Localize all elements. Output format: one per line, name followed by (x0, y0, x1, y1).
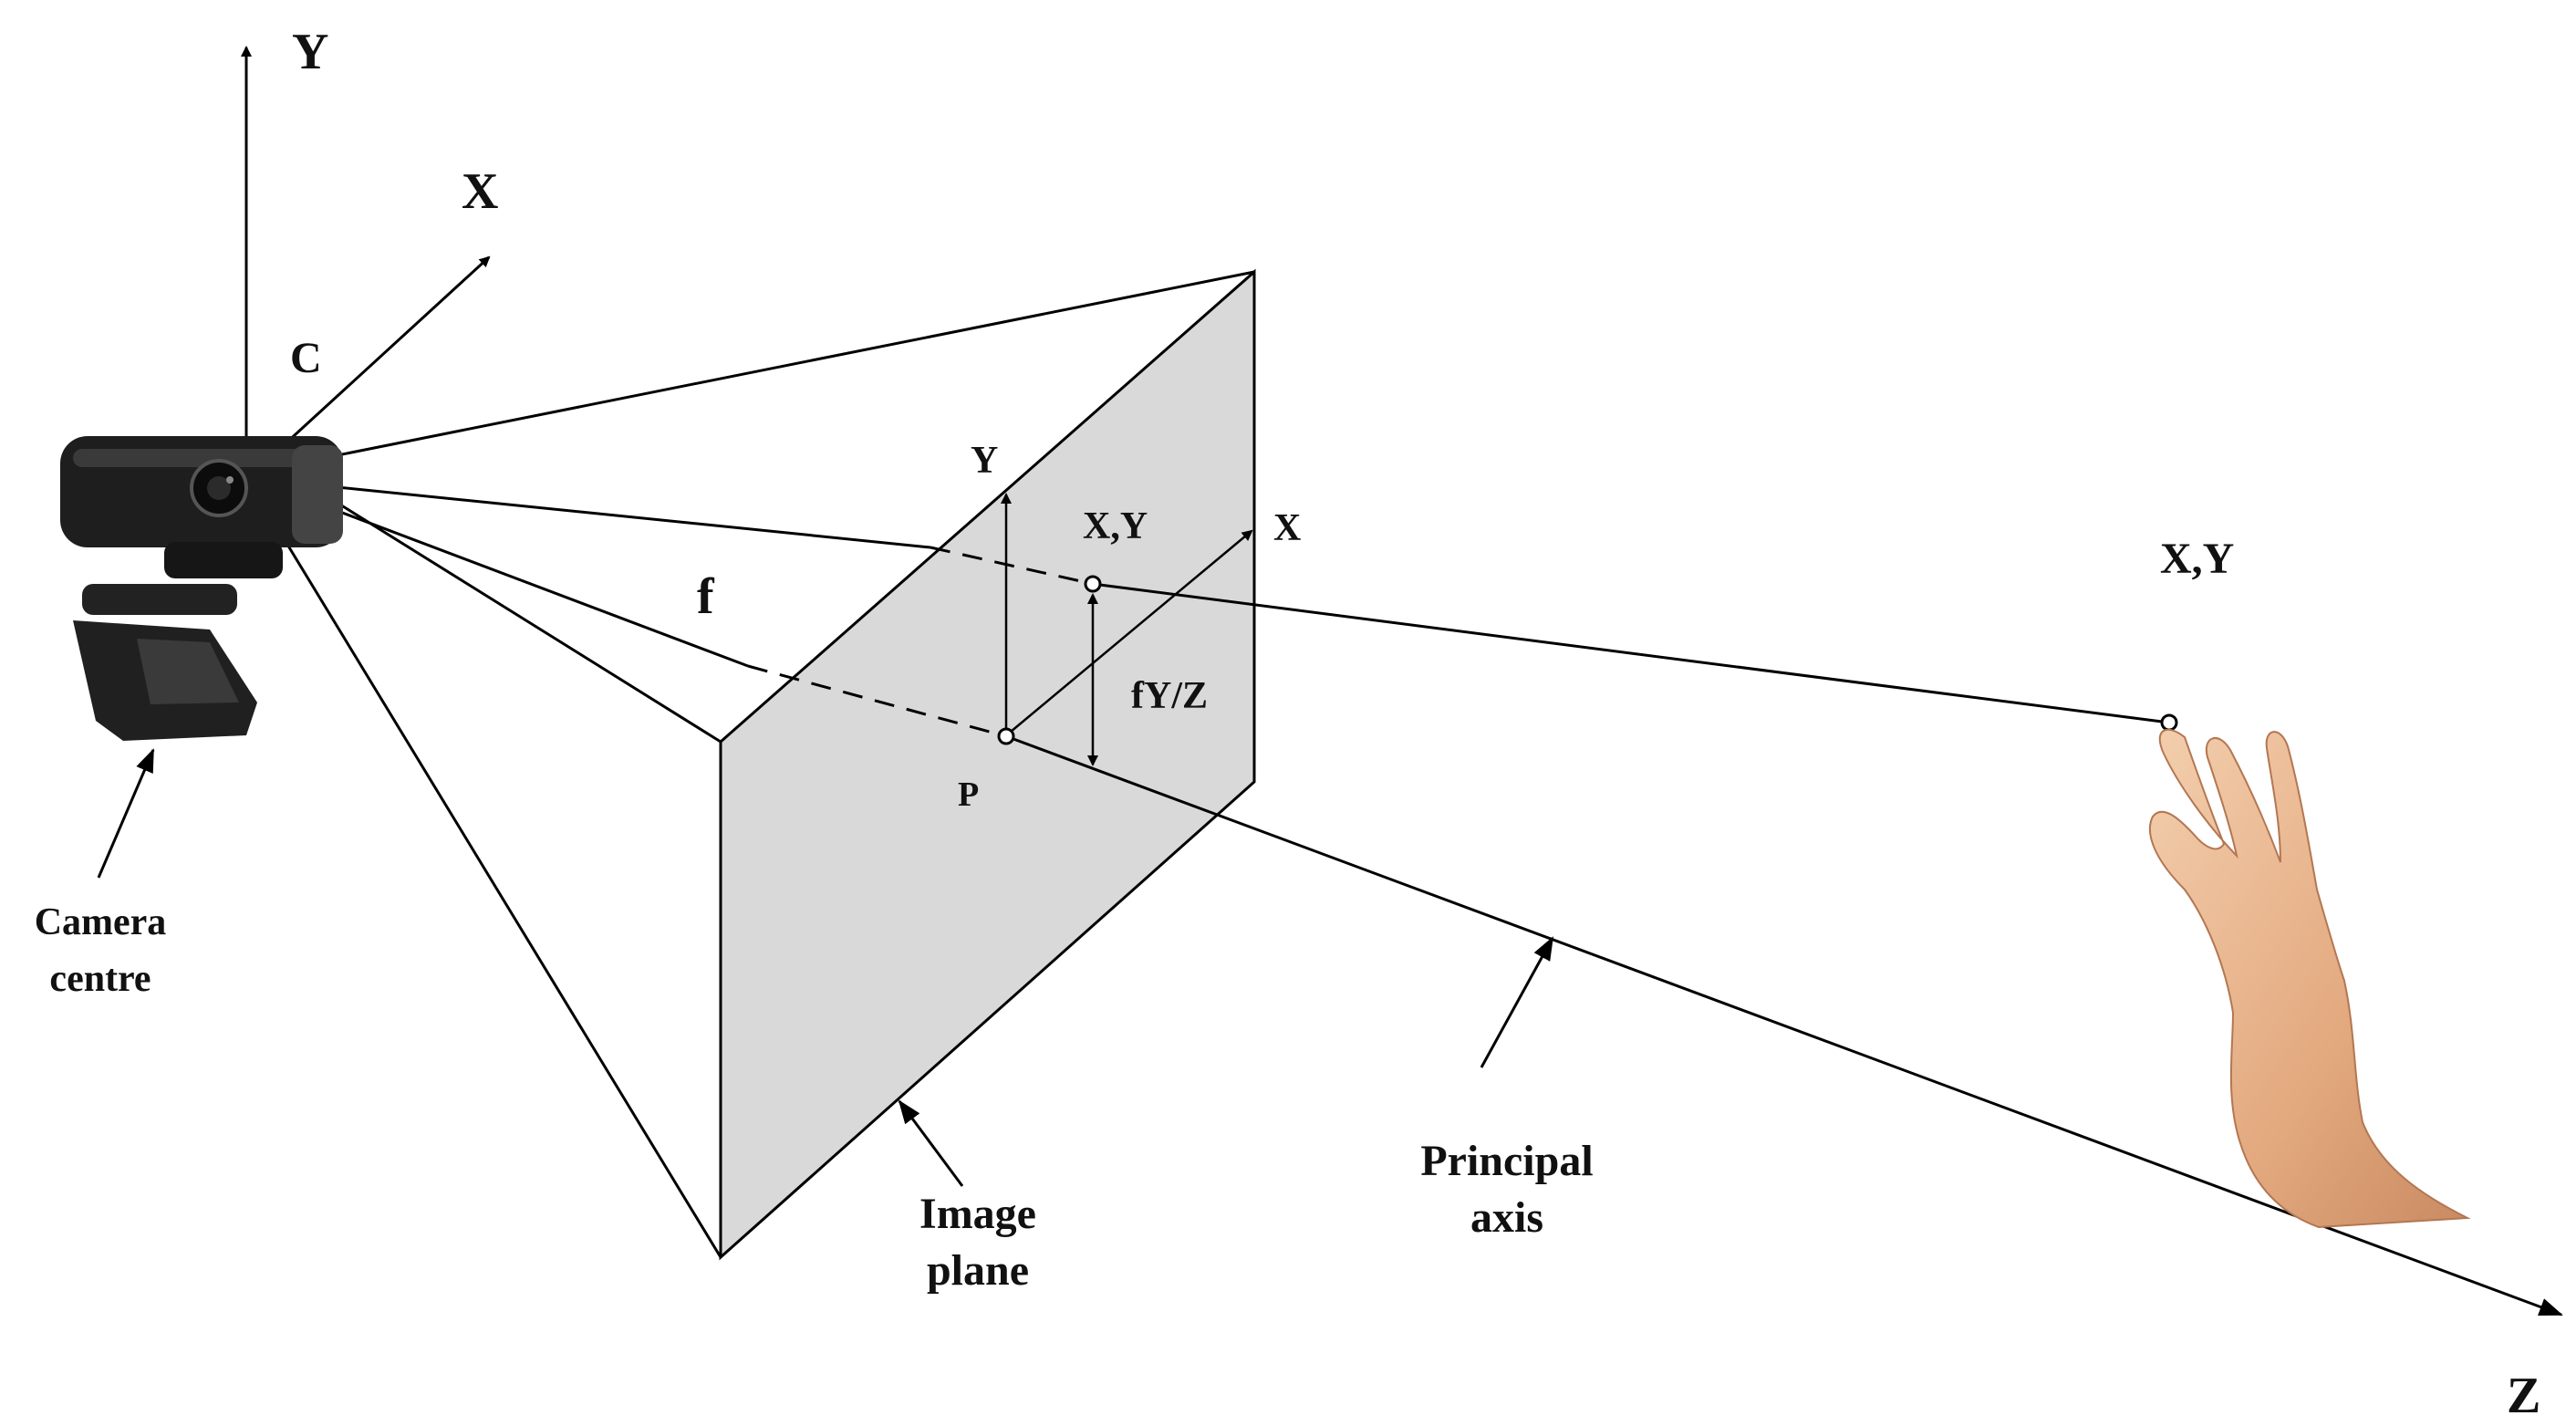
principal-axis-callout-line2: axis (1470, 1193, 1543, 1242)
image-point-marker (1084, 575, 1102, 593)
image-plane (719, 268, 1256, 1261)
camera-x-label: X (462, 163, 498, 220)
camera-centre-pointer (97, 748, 155, 879)
projection-ray-back (1092, 582, 2170, 724)
principal-point-label: P (958, 775, 979, 814)
image-y-label: Y (971, 440, 998, 482)
frustum-edge-left (327, 495, 722, 744)
fyz-label: fY/Z (1131, 675, 1208, 717)
frustum-edge-bottom (272, 521, 722, 1258)
world-point-label: X,Y (2160, 535, 2234, 583)
camera-centre-callout-line1: Camera (35, 901, 167, 943)
webcam-icon (60, 436, 343, 741)
camera-x-axis (272, 255, 491, 456)
camera-y-label: Y (292, 24, 328, 80)
focal-length-label: f (697, 568, 715, 625)
camera-centre-callout-line2: centre (49, 958, 151, 1000)
camera-center-label: C (290, 334, 322, 382)
image-x-axis (1010, 529, 1253, 733)
principal-axis-callout-line1: Principal (1420, 1137, 1593, 1185)
projection-ray-front (337, 485, 931, 549)
frustum-edge-top (332, 270, 1255, 458)
world-point-marker (2160, 713, 2178, 732)
hand-icon (2148, 728, 2471, 1229)
image-x-label: X (1273, 507, 1301, 549)
principal-point-marker (997, 727, 1015, 745)
principal-axis-front (337, 509, 749, 668)
image-point-label: X,Y (1083, 505, 1148, 547)
z-axis-label: Z (2507, 1368, 2540, 1424)
projection-ray-dashed (930, 546, 1094, 586)
principal-axis-pointer (1480, 936, 1554, 1068)
image-plane-callout-line1: Image (919, 1190, 1036, 1238)
image-plane-callout-line2: plane (927, 1246, 1029, 1295)
image-plane-pointer (898, 1099, 964, 1187)
principal-axis-dashed (747, 664, 1007, 738)
